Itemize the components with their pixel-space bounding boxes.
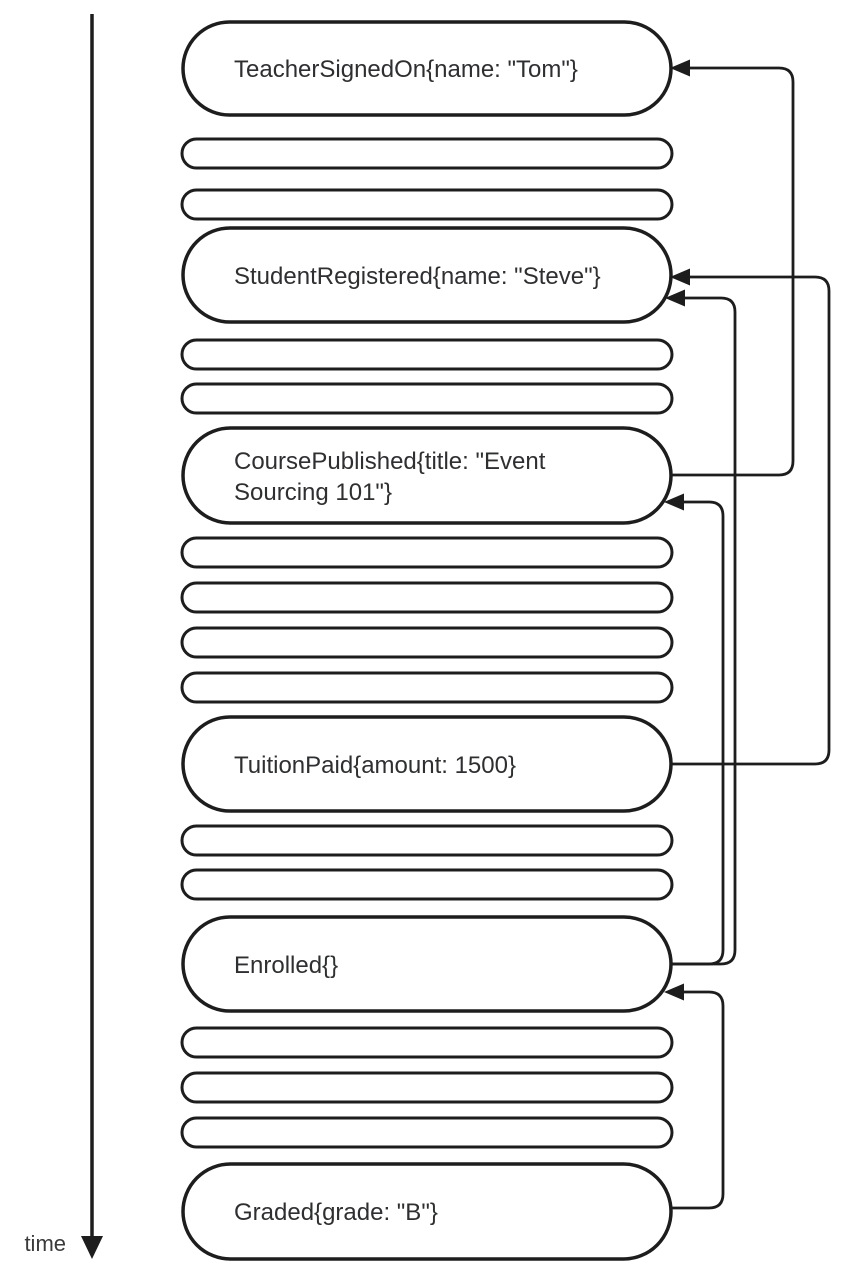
reference-arrow-graded-to-enrolled <box>664 983 725 1210</box>
time-axis-arrowhead-icon <box>81 1236 103 1259</box>
event-node-coursepublished: CoursePublished{title: "Event Sourcing 1… <box>181 426 673 525</box>
reference-line <box>667 500 725 966</box>
reference-arrow-coursepublished-to-teachersignedon <box>667 59 795 477</box>
placeholder-event-pill <box>180 581 674 614</box>
placeholder-event-pill <box>180 1026 674 1059</box>
reference-line <box>667 296 737 966</box>
event-label: Graded{grade: "B"} <box>234 1199 438 1226</box>
arrowhead-icon <box>670 59 690 77</box>
event-label: Enrolled{} <box>234 952 338 979</box>
reference-arrow-tuitionpaid-to-studentregistered <box>667 268 831 766</box>
placeholder-event-pill <box>180 536 674 569</box>
time-axis-label: time <box>24 1231 66 1256</box>
arrowhead-icon <box>665 289 685 307</box>
reference-arrow-enrolled-to-studentregistered <box>665 289 737 966</box>
event-pill <box>181 226 673 324</box>
event-node-graded: Graded{grade: "B"} <box>181 1162 673 1261</box>
placeholder-event-pill <box>180 626 674 659</box>
event-node-tuitionpaid: TuitionPaid{amount: 1500} <box>181 715 673 813</box>
placeholder-event-pill <box>180 671 674 704</box>
event-pill <box>181 915 673 1013</box>
placeholder-event-pill <box>180 1071 674 1104</box>
reference-line <box>667 990 725 1210</box>
event-label-line-2: Sourcing 101"} <box>234 479 392 506</box>
reference-line <box>667 275 831 766</box>
time-axis: time <box>24 14 103 1259</box>
arrowhead-icon <box>664 493 684 511</box>
placeholder-group-2 <box>180 338 674 415</box>
event-pill <box>181 426 673 525</box>
placeholder-event-pill <box>180 137 674 170</box>
placeholder-event-pill <box>180 188 674 221</box>
placeholder-event-pill <box>180 824 674 857</box>
placeholder-event-pill <box>180 1116 674 1149</box>
placeholder-event-pill <box>180 868 674 901</box>
event-node-enrolled: Enrolled{} <box>181 915 673 1013</box>
event-label-line-1: CoursePublished{title: "Event <box>234 448 546 475</box>
placeholder-group-5 <box>180 1026 674 1149</box>
reference-arrows <box>664 59 831 1210</box>
reference-line <box>667 66 795 477</box>
placeholder-group-3 <box>180 536 674 704</box>
event-pill <box>181 20 673 117</box>
event-label: StudentRegistered{name: "Steve"} <box>234 263 601 290</box>
event-label: TeacherSignedOn{name: "Tom"} <box>234 56 578 83</box>
event-node-studentregistered: StudentRegistered{name: "Steve"} <box>181 226 673 324</box>
placeholder-group-4 <box>180 824 674 901</box>
event-pill <box>181 715 673 813</box>
placeholder-event-pill <box>180 382 674 415</box>
event-label: TuitionPaid{amount: 1500} <box>234 752 516 779</box>
event-pill <box>181 1162 673 1261</box>
event-node-teachersignedon: TeacherSignedOn{name: "Tom"} <box>181 20 673 117</box>
arrowhead-icon <box>664 983 684 1001</box>
arrowhead-icon <box>670 268 690 286</box>
placeholder-event-pill <box>180 338 674 371</box>
placeholder-group-1 <box>180 137 674 221</box>
reference-arrow-enrolled-to-coursepublished <box>664 493 725 966</box>
